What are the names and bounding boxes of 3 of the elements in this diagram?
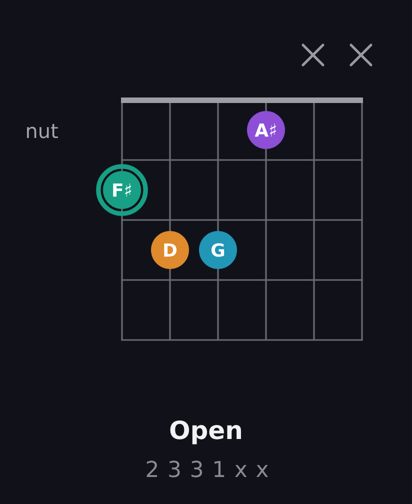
chord-title: Open bbox=[170, 420, 241, 444]
fingering-text: 2 3 3 1 x x bbox=[146, 460, 268, 478]
nut-label: nut bbox=[27, 124, 58, 138]
